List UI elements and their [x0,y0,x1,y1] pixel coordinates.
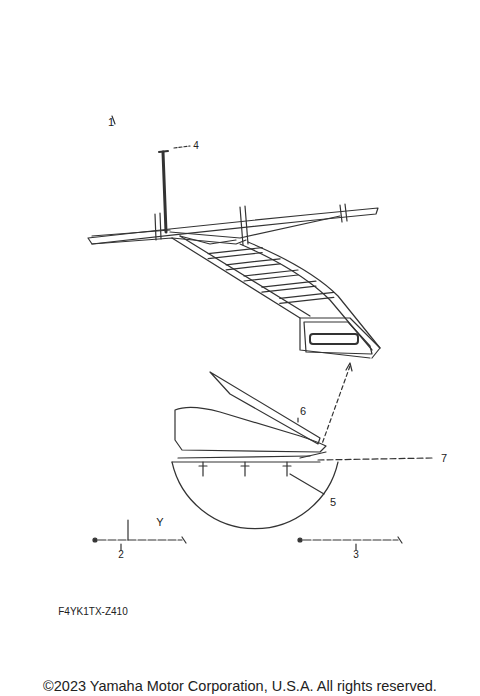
rung [208,253,262,259]
rung [262,281,316,287]
part-3 [298,537,402,550]
rung [262,286,316,292]
tower-legs [172,236,380,358]
screws [199,462,291,476]
callout-number: 3 [353,550,359,560]
rung [208,248,262,254]
rung [244,270,298,276]
rung [280,297,334,303]
view-mark: Y [156,517,163,528]
callout-number: 6 [300,406,306,417]
callout-number: 7 [441,453,447,464]
pole [159,146,190,232]
part-2 [93,520,186,550]
detail-view [172,372,432,529]
guide-line [322,366,350,444]
rung [244,275,298,281]
copyright-note: ©2023 Yamaha Motor Corporation, U.S.A. A… [43,679,437,694]
callout-number: 4 [193,141,199,151]
side-plate [304,322,372,354]
callout-number: 1 [108,117,114,128]
drawing-code: F4YK1TX-Z410 [58,607,127,617]
rung [226,264,280,270]
callout-number: 5 [330,497,336,508]
ladder-rungs [208,248,334,304]
rung [226,259,280,265]
rung [280,292,334,298]
callout-number: 2 [118,550,124,560]
arrow-head [346,363,352,371]
tower-frame [88,204,378,245]
